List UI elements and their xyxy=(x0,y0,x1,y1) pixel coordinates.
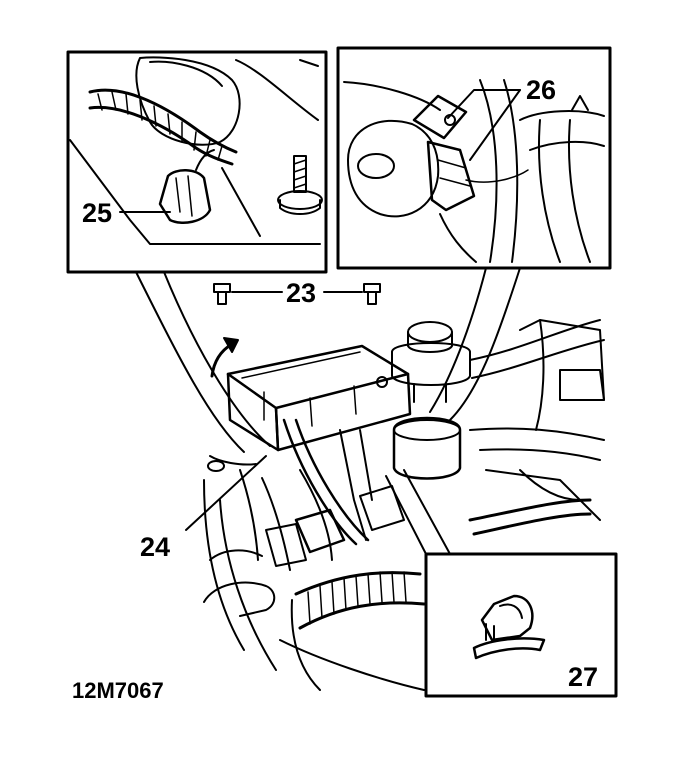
inset-26-frame xyxy=(336,46,612,270)
bolt-icon xyxy=(363,283,381,305)
ribbed-hose-main xyxy=(294,571,426,630)
leader-26b xyxy=(469,89,521,161)
callout-23: 23 xyxy=(286,278,316,308)
hand xyxy=(203,581,276,617)
bracket xyxy=(412,94,468,140)
canister xyxy=(392,416,462,480)
callout-25: 25 xyxy=(82,198,112,228)
bolt-icon xyxy=(277,155,323,215)
callout-27: 27 xyxy=(568,662,598,692)
reservoir xyxy=(391,321,471,403)
curved-arrow-icon xyxy=(210,337,239,378)
figure-id: 12M7067 xyxy=(72,678,164,703)
leader-24 xyxy=(185,455,267,531)
inset-27: 27 xyxy=(385,469,618,698)
harness-connector xyxy=(158,169,212,224)
bolt-icon xyxy=(213,283,231,305)
zoom-line-27b xyxy=(403,469,451,555)
inset-27-frame xyxy=(424,552,618,698)
round-housing xyxy=(347,119,440,218)
zoom-line-27a xyxy=(385,475,427,555)
harness-connector-26 xyxy=(426,140,476,212)
reservoir-cap xyxy=(135,56,241,146)
zoom-lines xyxy=(135,267,521,453)
fuse-box xyxy=(226,344,412,452)
inset-25-frame xyxy=(66,50,328,274)
engine-bay: 24 xyxy=(140,319,605,691)
ribbed-hose xyxy=(88,88,238,154)
inset-25: 25 xyxy=(66,50,328,274)
bolt-pair-23: 23 xyxy=(213,278,381,308)
inset-26: 26 xyxy=(336,46,612,270)
connector-cluster xyxy=(294,508,346,554)
callout-24: 24 xyxy=(140,532,170,562)
wiring-clip-icon xyxy=(472,594,546,660)
leader-26a xyxy=(447,89,521,119)
callout-26: 26 xyxy=(526,75,556,105)
